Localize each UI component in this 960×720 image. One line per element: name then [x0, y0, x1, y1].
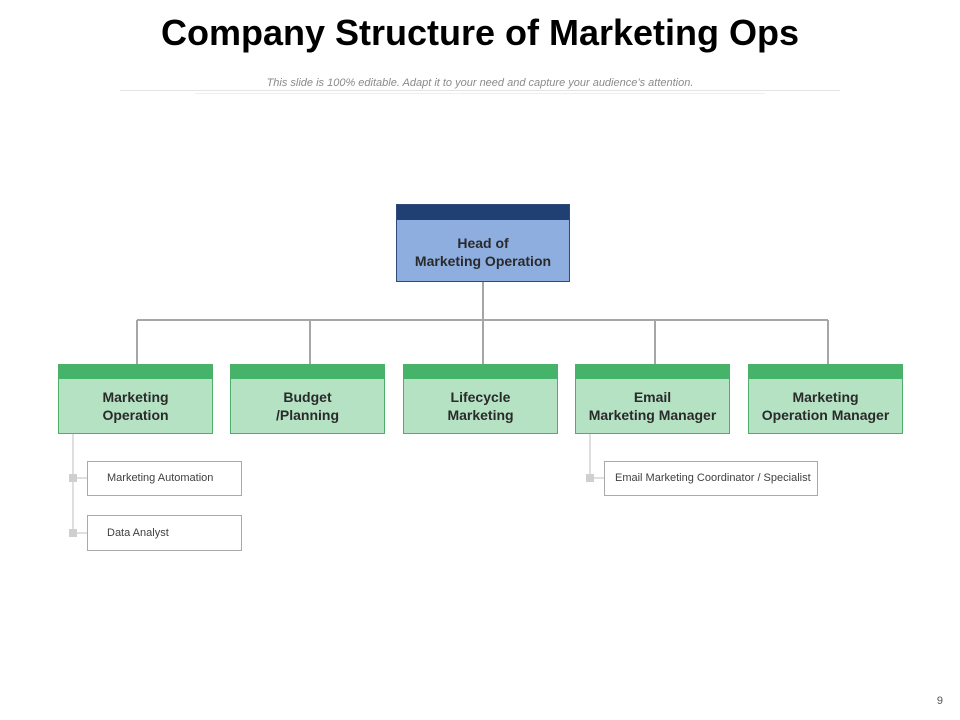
head-box-label: Head of Marketing Operation: [397, 234, 569, 270]
sub-role-marketing-automation: Marketing Automation: [87, 461, 242, 496]
dept-box-header-bar: [576, 365, 729, 379]
sub-role-label: Data Analyst: [107, 526, 169, 539]
dept-box-label: Marketing Operation: [59, 388, 212, 424]
connector-node: [586, 474, 594, 482]
connector-node: [69, 474, 77, 482]
dept-label-line2: Marketing: [447, 407, 514, 423]
dept-label-line1: Email: [633, 389, 672, 405]
dept-label-line1: Marketing: [792, 389, 859, 405]
slide-subtitle: This slide is 100% editable. Adapt it to…: [266, 77, 694, 89]
dept-box-marketing-operation: Marketing Operation: [58, 364, 213, 434]
dept-box-header-bar: [59, 365, 212, 379]
connector-node: [69, 529, 77, 537]
sub-role-email-marketing-coordinator: Email Marketing Coordinator / Specialist: [604, 461, 818, 496]
head-box-header-bar: [397, 205, 569, 220]
sub-role-label: Email Marketing Coordinator / Specialist: [615, 472, 811, 484]
dept-label-line2: Operation: [102, 407, 169, 423]
dept-box-label: Marketing Operation Manager: [749, 388, 902, 424]
head-box-label-line2: Marketing Operation: [414, 253, 552, 269]
dept-label-line1: Lifecycle: [450, 389, 511, 405]
head-of-marketing-operation-box: Head of Marketing Operation: [396, 204, 570, 282]
dept-box-budget-planning: Budget /Planning: [230, 364, 385, 434]
dept-label-line1: Budget: [283, 389, 332, 405]
sub-role-data-analyst: Data Analyst: [87, 515, 242, 551]
dept-box-label: Budget /Planning: [231, 388, 384, 424]
dept-box-label: Lifecycle Marketing: [404, 388, 557, 424]
dept-box-email-marketing-manager: Email Marketing Manager: [575, 364, 730, 434]
divider-line: [195, 93, 765, 94]
dept-box-label: Email Marketing Manager: [576, 388, 729, 424]
head-box-label-line1: Head of: [457, 235, 509, 251]
page-number: 9: [936, 695, 943, 707]
dept-label-line2: /Planning: [276, 407, 339, 423]
divider-line: [120, 90, 840, 91]
dept-box-header-bar: [749, 365, 902, 379]
dept-box-lifecycle-marketing: Lifecycle Marketing: [403, 364, 558, 434]
dept-box-header-bar: [231, 365, 384, 379]
dept-box-marketing-operation-manager: Marketing Operation Manager: [748, 364, 903, 434]
dept-label-line1: Marketing: [102, 389, 169, 405]
sub-role-label: Marketing Automation: [107, 472, 214, 484]
dept-box-header-bar: [404, 365, 557, 379]
slide-title: Company Structure of Marketing Ops: [160, 12, 800, 53]
dept-label-line2: Marketing Manager: [588, 407, 717, 423]
dept-label-line2: Operation Manager: [761, 407, 890, 423]
